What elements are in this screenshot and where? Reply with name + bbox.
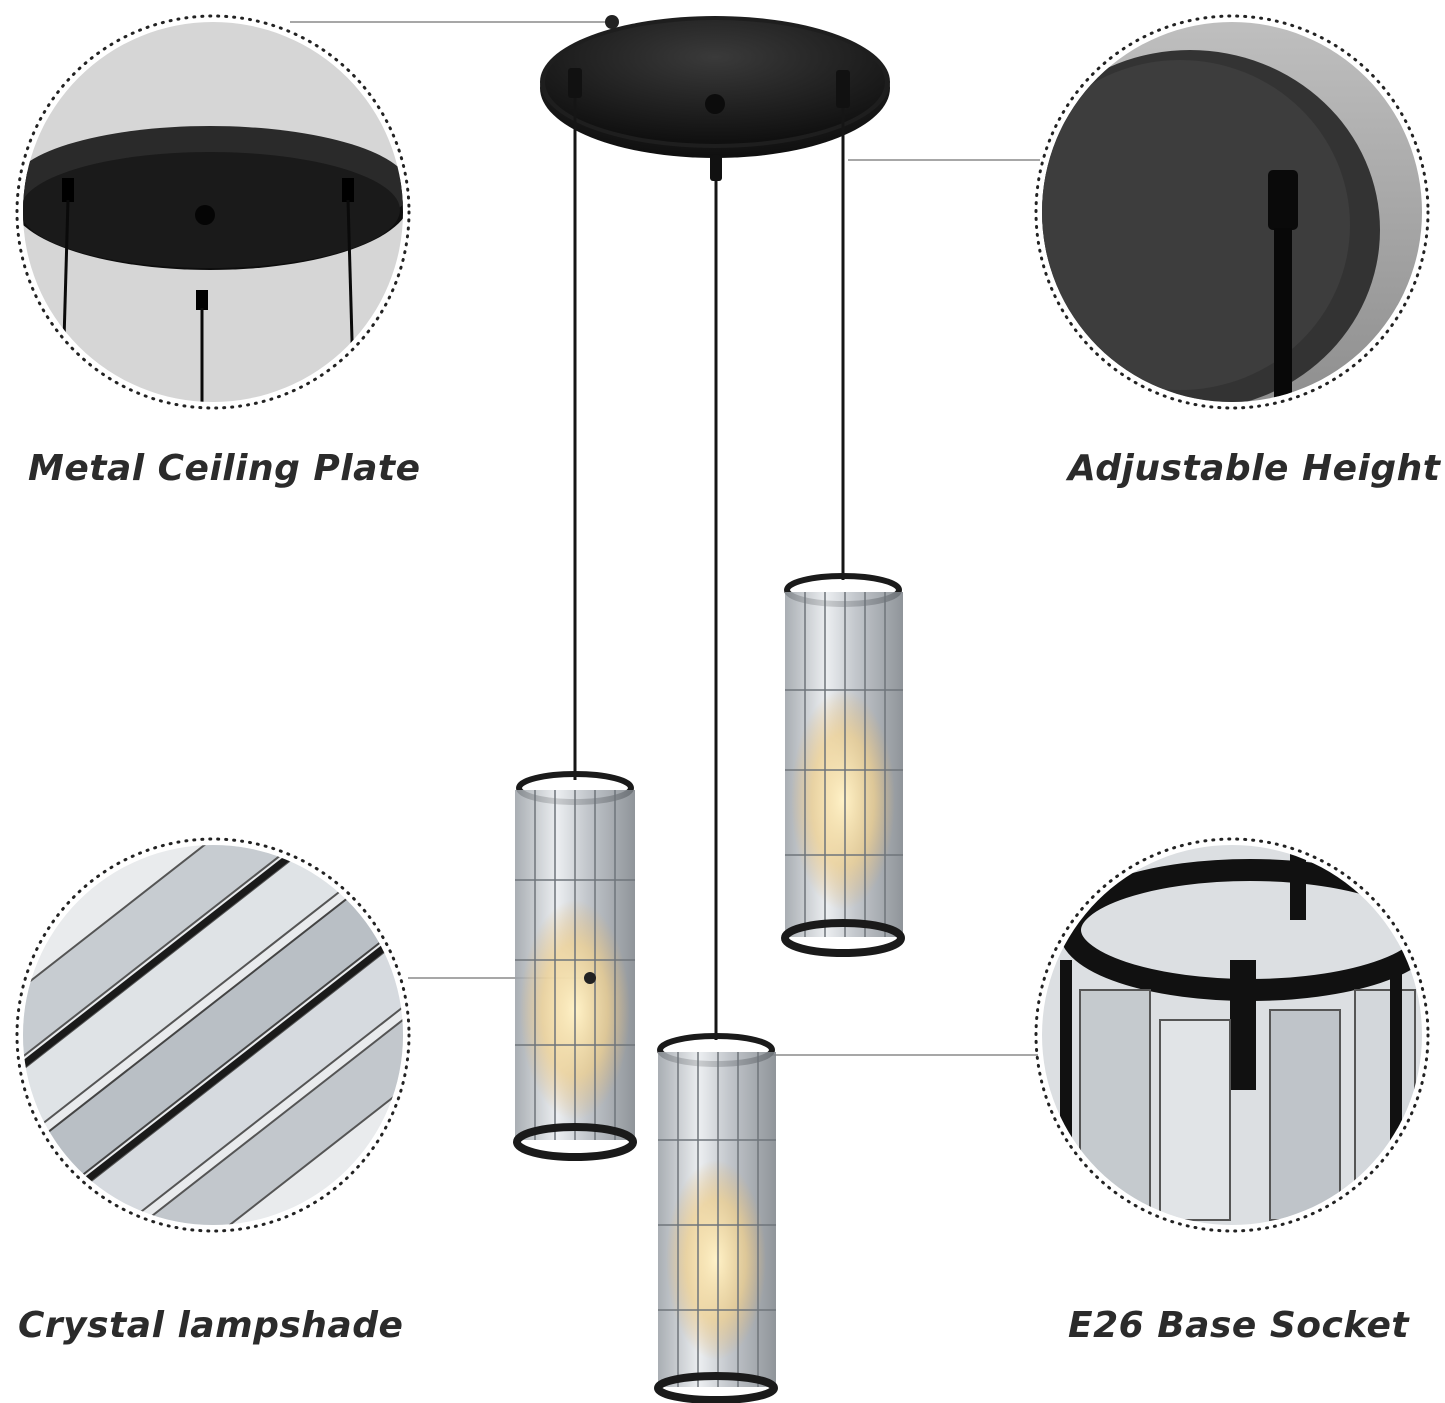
ceiling-plate	[540, 16, 890, 181]
pendant-cords	[573, 98, 845, 1040]
label-adjustable-height: Adjustable Height	[1068, 448, 1441, 489]
pendant-left	[513, 771, 637, 1161]
detail-circle-socket	[1034, 837, 1430, 1233]
pendant-right	[781, 573, 905, 957]
detail-circle-ceiling-plate	[15, 14, 411, 410]
callout-lines	[290, 21, 1040, 1056]
detail-circle-crystal	[15, 837, 411, 1233]
label-crystal-lampshade: Crystal lampshade	[18, 1305, 404, 1346]
label-e26-base-socket: E26 Base Socket	[1068, 1305, 1410, 1346]
callout-dot	[605, 15, 619, 29]
pendant-center	[654, 1033, 778, 1403]
label-metal-ceiling-plate: Metal Ceiling Plate	[28, 448, 421, 489]
detail-circle-adjustable-height	[1034, 14, 1430, 410]
